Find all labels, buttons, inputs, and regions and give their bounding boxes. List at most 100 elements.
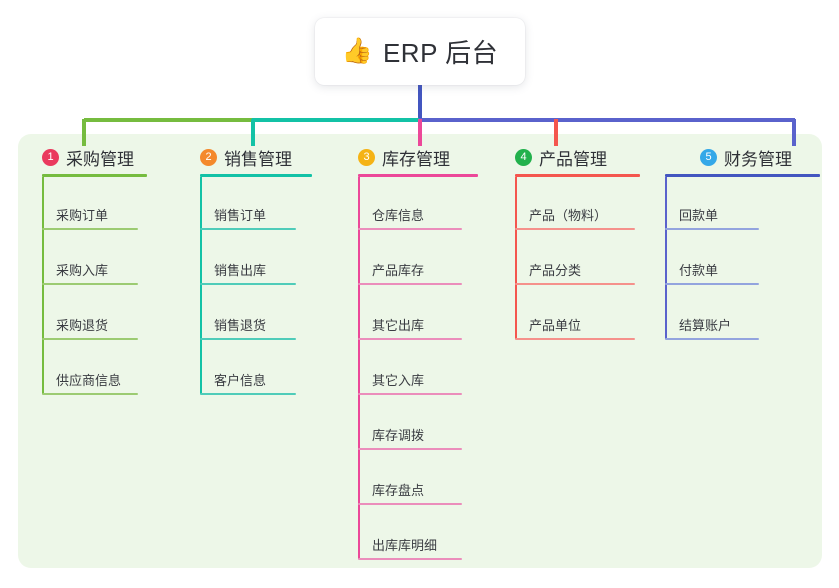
column-items-3: 仓库信息产品库存其它出库其它入库库存调拨库存盘点出库库明细 xyxy=(358,177,478,563)
column-header-5[interactable]: 5 财务管理 xyxy=(665,146,820,169)
column-badge-1: 1 xyxy=(42,148,59,166)
list-item-label: 结算账户 xyxy=(679,318,732,333)
list-item-rule xyxy=(358,503,462,505)
list-item-label: 回款单 xyxy=(679,208,719,223)
column-items-2: 销售订单销售出库销售退货客户信息 xyxy=(200,177,312,398)
list-item[interactable]: 回款单 xyxy=(665,205,759,230)
diagram-panel xyxy=(18,134,822,568)
column-5: 5 财务管理回款单付款单结算账户 xyxy=(665,146,820,343)
list-item[interactable]: 产品分类 xyxy=(515,260,635,285)
list-item-rule xyxy=(200,228,296,230)
list-item-label: 销售出库 xyxy=(214,263,267,278)
list-item-rule xyxy=(358,228,462,230)
column-items-4: 产品（物料） 产品分类产品单位 xyxy=(515,177,640,343)
list-item[interactable]: 销售退货 xyxy=(200,315,296,340)
column-3: 3 库存管理仓库信息产品库存其它出库其它入库库存调拨库存盘点出库库明细 xyxy=(358,146,478,563)
list-item-rule xyxy=(358,393,462,395)
list-item-rule xyxy=(200,338,296,340)
root-node-title: ERP 后台 xyxy=(382,38,499,68)
list-item-label: 销售订单 xyxy=(214,208,267,223)
list-item[interactable]: 采购退货 xyxy=(42,315,138,340)
column-stem-5 xyxy=(665,177,667,339)
list-item-rule xyxy=(358,283,462,285)
column-rule-3 xyxy=(358,174,478,177)
column-badge-5: 5 xyxy=(700,148,717,166)
list-item-label: 其它出库 xyxy=(372,318,425,333)
list-item-rule xyxy=(515,228,635,230)
column-header-1[interactable]: 1 采购管理 xyxy=(42,146,147,169)
list-item-rule xyxy=(200,393,296,395)
list-item-label: 供应商信息 xyxy=(56,373,122,388)
column-stem-2 xyxy=(200,177,202,394)
list-item-rule xyxy=(665,338,759,340)
list-item-label: 其它入库 xyxy=(372,373,425,388)
root-node-card[interactable]: 👍 ERP 后台 xyxy=(315,18,525,85)
column-badge-4: 4 xyxy=(515,148,532,166)
column-header-2[interactable]: 2 销售管理 xyxy=(200,146,312,169)
list-item-label: 产品单位 xyxy=(529,318,582,333)
list-item[interactable]: 供应商信息 xyxy=(42,370,138,395)
list-item-rule xyxy=(515,338,635,340)
list-item-rule xyxy=(42,393,138,395)
list-item-rule xyxy=(358,448,462,450)
list-item-label: 库存调拨 xyxy=(372,428,425,443)
list-item-label: 采购退货 xyxy=(56,318,109,333)
list-item-rule xyxy=(665,283,759,285)
root-node-content: 👍 ERP 后台 xyxy=(342,33,498,70)
column-stem-4 xyxy=(515,177,517,339)
column-rule-5 xyxy=(665,174,820,177)
list-item[interactable]: 结算账户 xyxy=(665,315,759,340)
list-item[interactable]: 销售订单 xyxy=(200,205,296,230)
list-item[interactable]: 客户信息 xyxy=(200,370,296,395)
list-item-rule xyxy=(42,338,138,340)
list-item-label: 销售退货 xyxy=(214,318,267,333)
column-title-4: 产品管理 xyxy=(539,149,607,169)
list-item[interactable]: 产品库存 xyxy=(358,260,462,285)
column-1: 1 采购管理采购订单采购入库采购退货供应商信息 xyxy=(42,146,147,398)
column-4: 4 产品管理产品（物料） 产品分类产品单位 xyxy=(515,146,640,343)
list-item[interactable]: 库存调拨 xyxy=(358,425,462,450)
list-item[interactable]: 销售出库 xyxy=(200,260,296,285)
column-title-3: 库存管理 xyxy=(382,149,450,169)
list-item-label: 产品分类 xyxy=(529,263,582,278)
list-item-rule xyxy=(200,283,296,285)
list-item-rule xyxy=(358,558,462,560)
list-item[interactable]: 出库库明细 xyxy=(358,535,462,560)
list-item-label: 库存盘点 xyxy=(372,483,425,498)
list-item[interactable]: 产品单位 xyxy=(515,315,635,340)
list-item[interactable]: 库存盘点 xyxy=(358,480,462,505)
list-item-label: 客户信息 xyxy=(214,373,267,388)
list-item-label: 采购入库 xyxy=(56,263,109,278)
column-items-1: 采购订单采购入库采购退货供应商信息 xyxy=(42,177,147,398)
list-item-rule xyxy=(42,283,138,285)
list-item-label: 采购订单 xyxy=(56,208,109,223)
list-item[interactable]: 采购入库 xyxy=(42,260,138,285)
column-header-4[interactable]: 4 产品管理 xyxy=(515,146,640,169)
column-badge-2: 2 xyxy=(200,148,217,166)
list-item[interactable]: 付款单 xyxy=(665,260,759,285)
column-badge-3: 3 xyxy=(358,148,375,166)
list-item-label: 产品（物料） xyxy=(529,208,608,223)
list-item-rule xyxy=(665,228,759,230)
column-header-3[interactable]: 3 库存管理 xyxy=(358,146,478,169)
column-title-5: 财务管理 xyxy=(724,149,792,169)
list-item[interactable]: 其它出库 xyxy=(358,315,462,340)
list-item[interactable]: 仓库信息 xyxy=(358,205,462,230)
column-2: 2 销售管理销售订单销售出库销售退货客户信息 xyxy=(200,146,312,398)
column-title-1: 采购管理 xyxy=(66,149,134,169)
column-items-5: 回款单付款单结算账户 xyxy=(665,177,820,343)
list-item-rule xyxy=(42,228,138,230)
column-rule-1 xyxy=(42,174,147,177)
column-rule-4 xyxy=(515,174,640,177)
column-stem-3 xyxy=(358,177,360,559)
list-item-label: 出库库明细 xyxy=(372,538,438,553)
list-item-label: 产品库存 xyxy=(372,263,425,278)
column-stem-1 xyxy=(42,177,44,394)
list-item[interactable]: 产品（物料） xyxy=(515,205,635,230)
column-title-2: 销售管理 xyxy=(224,149,292,169)
list-item[interactable]: 采购订单 xyxy=(42,205,138,230)
thumbs-up-icon: 👍 xyxy=(341,37,373,65)
list-item[interactable]: 其它入库 xyxy=(358,370,462,395)
list-item-label: 付款单 xyxy=(679,263,719,278)
